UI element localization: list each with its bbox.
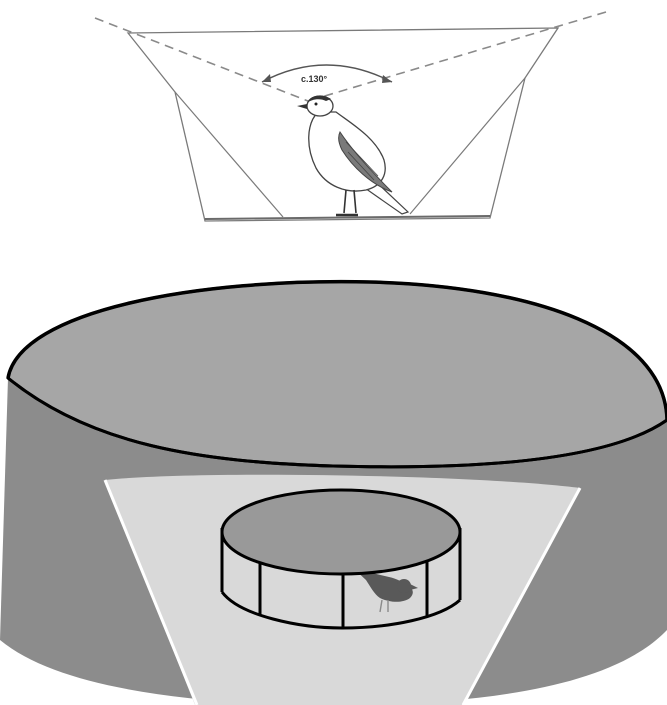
circular-arena xyxy=(0,282,667,705)
funnel-inner-wall-left xyxy=(175,92,283,217)
cage-lid xyxy=(222,490,460,574)
funnel-cross-section: c.130° xyxy=(95,12,606,221)
angle-label: c.130° xyxy=(301,74,328,84)
angle-arc-arrow-left xyxy=(262,74,271,82)
bird-illustration xyxy=(297,96,408,215)
inner-cage xyxy=(222,490,460,628)
visual-field-line-left xyxy=(95,18,308,101)
angle-arc-arrow-right xyxy=(382,75,392,83)
visual-field-line-right xyxy=(308,12,606,101)
